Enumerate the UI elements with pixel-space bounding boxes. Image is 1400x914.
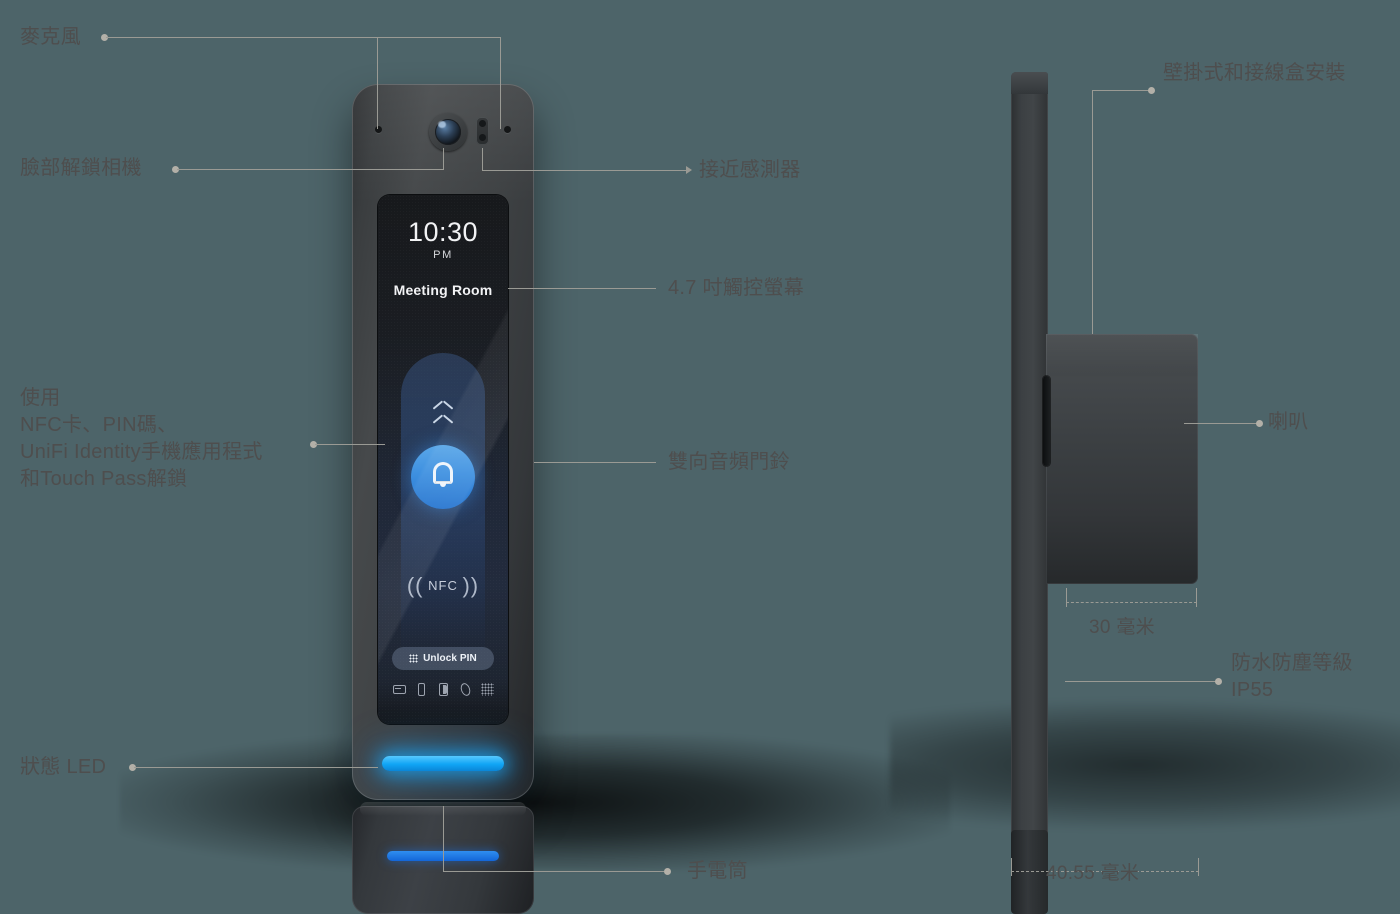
leader-line-microphone — [106, 37, 501, 38]
leader-dot-mounting — [1148, 87, 1155, 94]
depth-dimension-line — [1066, 602, 1197, 603]
leader-dot-status-led — [129, 764, 136, 771]
keypad-icon — [480, 683, 494, 696]
camera-glint — [438, 121, 446, 128]
label-status-led: 狀態 LED — [20, 756, 107, 778]
label-touchscreen: 4.7 吋觸控螢幕 — [668, 277, 805, 299]
proximity-sensor-emitter — [479, 120, 486, 127]
label-face-camera: 臉部解鎖相機 — [20, 157, 142, 179]
label-microphone: 麥克風 — [20, 26, 81, 48]
leader-line-doorbell — [534, 462, 656, 463]
leader-line-flashlight — [443, 871, 664, 872]
leader-line-microphone-down-right — [500, 37, 501, 129]
width-dim-tick-right — [1198, 858, 1199, 876]
label-flashlight: 手電筒 — [687, 860, 748, 882]
depth-dimension-label: 30 毫米 — [1089, 617, 1155, 638]
speaker-slot — [1043, 376, 1050, 466]
screen-clock-time: 10:30 — [407, 217, 479, 247]
unlock-pin-button[interactable]: Unlock PIN — [392, 647, 494, 670]
leader-dot-speaker — [1256, 420, 1263, 427]
side-view-mount-block — [1046, 334, 1198, 584]
depth-dim-tick-left — [1066, 588, 1067, 607]
leader-line-ip-rating — [1065, 681, 1218, 682]
nfc-indicator: (( NFC )) — [378, 573, 508, 599]
label-unlock-methods: 使用 NFC卡、PIN碼、 UniFi Identity手機應用程式 和Touc… — [20, 387, 263, 490]
doorbell-button[interactable] — [411, 445, 475, 509]
width-dimension-label: 40.55 毫米 — [1046, 863, 1140, 884]
tap-card-icon — [437, 683, 450, 696]
leader-line-face-camera-up — [443, 148, 444, 169]
leader-line-mounting — [1092, 90, 1150, 91]
key-fob-icon — [458, 681, 472, 698]
nfc-wave-left-icon: (( — [406, 573, 424, 598]
label-proximity-sensor: 接近感測器 — [699, 159, 801, 181]
leader-line-proximity — [482, 170, 686, 171]
leader-line-face-camera — [177, 169, 344, 170]
side-view-base — [1011, 830, 1048, 914]
leader-line-face-camera-seg2 — [344, 169, 444, 170]
leader-line-flashlight-down — [443, 806, 444, 871]
device-touchscreen[interactable]: 10:30 PM Meeting Room (( NFC )) — [378, 195, 508, 724]
nfc-label: NFC — [428, 578, 458, 593]
proximity-sensor-receiver — [479, 134, 486, 141]
leader-dot-microphone — [101, 34, 108, 41]
label-doorbell: 雙向音頻門鈴 — [668, 451, 790, 473]
leader-line-proximity-down — [482, 148, 483, 170]
bell-icon — [431, 462, 455, 488]
leader-line-touchscreen — [508, 288, 656, 289]
front-view-device: 10:30 PM Meeting Room (( NFC )) — [352, 84, 534, 800]
face-unlock-camera-icon — [429, 113, 467, 151]
label-speaker: 喇叭 — [1268, 411, 1309, 433]
phone-icon — [415, 683, 428, 696]
label-ip-rating: 防水防塵等級 IP55 — [1231, 652, 1353, 701]
keypad-grid-icon — [409, 654, 419, 663]
side-view-front-panel — [1011, 72, 1048, 880]
depth-dim-tick-right — [1196, 588, 1197, 607]
width-dimension-line — [1011, 871, 1199, 872]
swipe-up-chevron-icon — [378, 401, 508, 424]
leader-dot-face-camera — [172, 166, 179, 173]
microphone-hole-right-icon — [504, 126, 511, 133]
status-led — [382, 756, 504, 771]
leader-dot-flashlight — [664, 868, 671, 875]
side-view-top-edge — [1011, 72, 1048, 94]
leader-arrow-proximity — [686, 166, 692, 174]
leader-line-mounting-up — [1092, 90, 1093, 334]
proximity-sensor-icon — [476, 117, 489, 145]
width-dim-tick-left — [1011, 858, 1012, 876]
front-view-shadow — [120, 735, 950, 870]
leader-line-speaker — [1184, 423, 1259, 424]
screen-room-name: Meeting Room — [393, 282, 493, 298]
microphone-hole-left-icon — [375, 126, 382, 133]
credential-icon-row — [378, 681, 508, 698]
side-view-mount-sheen — [1046, 334, 1198, 374]
leader-dot-ip-rating — [1215, 678, 1222, 685]
leader-line-status-led — [134, 767, 378, 768]
side-view-shadow — [890, 700, 1400, 830]
nfc-wave-right-icon: )) — [462, 573, 480, 598]
leader-dot-unlock-methods — [310, 441, 317, 448]
leader-line-unlock-methods — [315, 444, 385, 445]
screen-clock-meridiem: PM — [433, 249, 453, 261]
leader-line-microphone-down-left — [377, 37, 378, 129]
card-icon — [392, 683, 406, 696]
label-mounting: 壁掛式和接線盒安裝 — [1163, 62, 1346, 84]
unlock-pin-label: Unlock PIN — [423, 653, 477, 664]
